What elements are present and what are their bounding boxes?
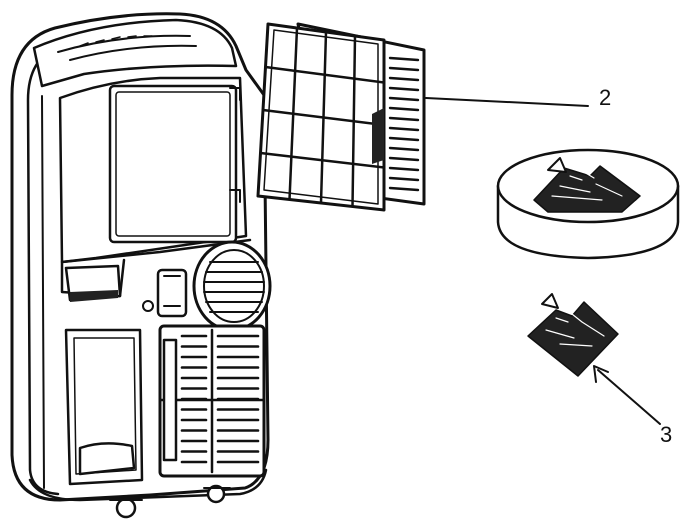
lower-window-inner: [73, 337, 137, 475]
air-conditioner-unit: [10, 12, 272, 519]
air-filter: [256, 22, 426, 212]
carbon-filter-dish: [496, 148, 680, 260]
callout-2-leader: [425, 97, 589, 107]
callout-label-3: 3: [660, 422, 673, 447]
exhaust-port-outer: [192, 240, 272, 332]
filter-louvres: [388, 56, 420, 192]
filter-louvre-slat: [388, 136, 420, 142]
unit-side-groove: [41, 95, 45, 489]
dish-carbon-block: [533, 165, 641, 213]
handle-recess-shadow: [70, 290, 118, 302]
lower-grille-divider: [158, 328, 266, 474]
filter-louvre-slat: [388, 116, 420, 122]
wheel-left: [115, 497, 137, 519]
dish-carbon-highlight: [551, 171, 623, 201]
carbon-filter: [527, 293, 619, 377]
exhaust-port-ring: [203, 249, 265, 323]
filter-louvre-slat: [388, 156, 420, 162]
control-strip: [57, 34, 197, 61]
upper-grille-window: [108, 84, 238, 244]
lower-window: [64, 328, 144, 486]
callout-3-leader: [597, 369, 661, 425]
filter-grid-hline: [259, 151, 386, 169]
filter-louvre-slat: [388, 166, 420, 172]
carbon-filter-corner: [541, 293, 559, 309]
carbon-filter-highlight: [545, 313, 605, 347]
callout-3-arrowhead: [593, 365, 609, 383]
wheel-right: [206, 484, 226, 504]
filter-louvre-slat: [388, 96, 420, 102]
filter-louvre-slat: [388, 146, 420, 152]
lower-handle: [78, 442, 136, 476]
screw: [142, 300, 154, 312]
filter-clip-detail: [163, 275, 181, 307]
upper-grille-window-inner: [115, 91, 231, 237]
filter-louvre-slat: [388, 56, 420, 62]
callout-label-2: 2: [599, 85, 612, 110]
filter-grid-vline: [351, 34, 357, 208]
filter-louvre-slat: [388, 126, 420, 132]
exhaust-port-slats: [203, 261, 265, 313]
dish-carbon-corner: [547, 157, 567, 173]
wheel-mounts: [109, 487, 231, 501]
filter-louvre-slat: [388, 186, 420, 192]
control-buttons: [79, 35, 153, 47]
filter-louvre-slat: [388, 176, 420, 182]
unit-base: [28, 468, 268, 502]
filter-louvre-slat: [388, 106, 420, 112]
grille-latch: [162, 338, 178, 462]
filter-front-inner: [263, 29, 379, 205]
panel-hinges: [229, 87, 241, 203]
filter-louvre-slat: [388, 76, 420, 82]
filter-grid: [259, 26, 386, 208]
filter-louvre-slat: [388, 86, 420, 92]
unit-front-panel: [58, 76, 248, 264]
filter-tab: [372, 108, 384, 164]
filter-grid-hline: [261, 108, 386, 127]
filter-clip: [156, 268, 188, 318]
carbon-filter-block: [527, 301, 619, 377]
filter-louvre-slat: [388, 66, 420, 72]
